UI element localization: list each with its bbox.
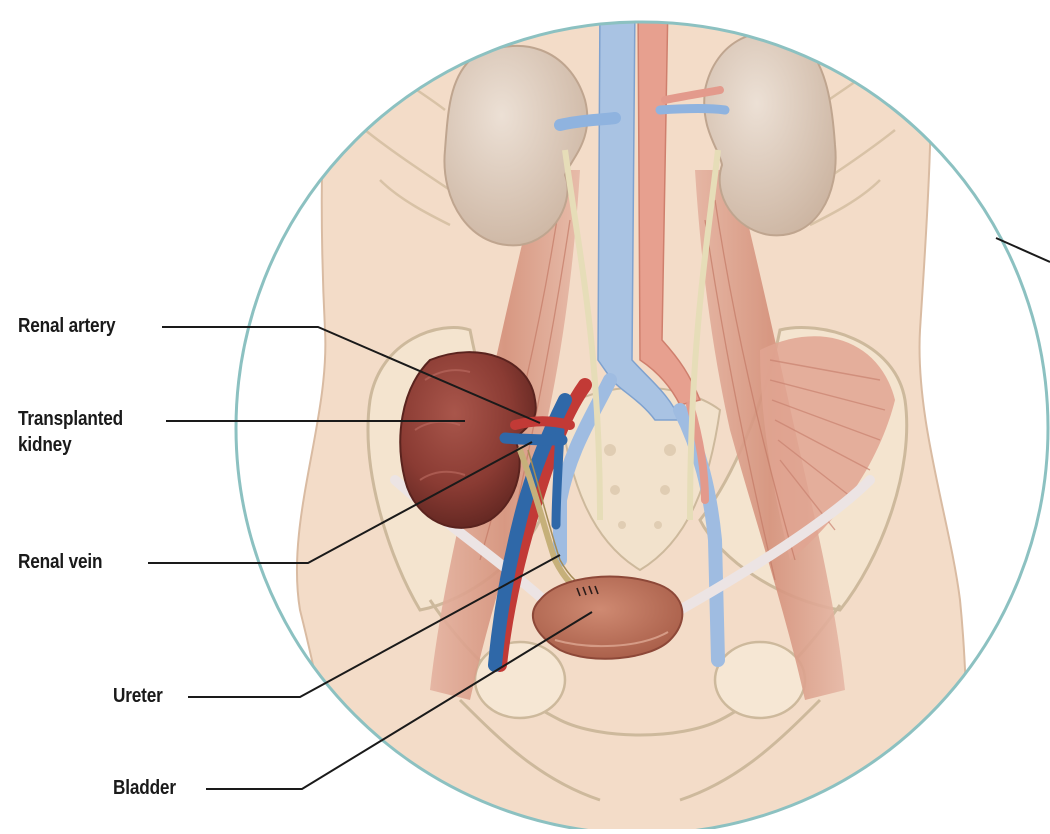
label-renal-artery: Renal artery bbox=[18, 313, 115, 339]
anatomy-circle-content bbox=[230, 0, 1050, 829]
transplanted-renal-artery bbox=[515, 421, 570, 425]
label-bladder: Bladder bbox=[113, 775, 176, 801]
transplanted-renal-vein bbox=[505, 438, 562, 440]
label-transplanted-kidney: Transplanted kidney bbox=[18, 406, 123, 458]
label-renal-vein: Renal vein bbox=[18, 549, 102, 575]
label-ureter: Ureter bbox=[113, 683, 163, 709]
